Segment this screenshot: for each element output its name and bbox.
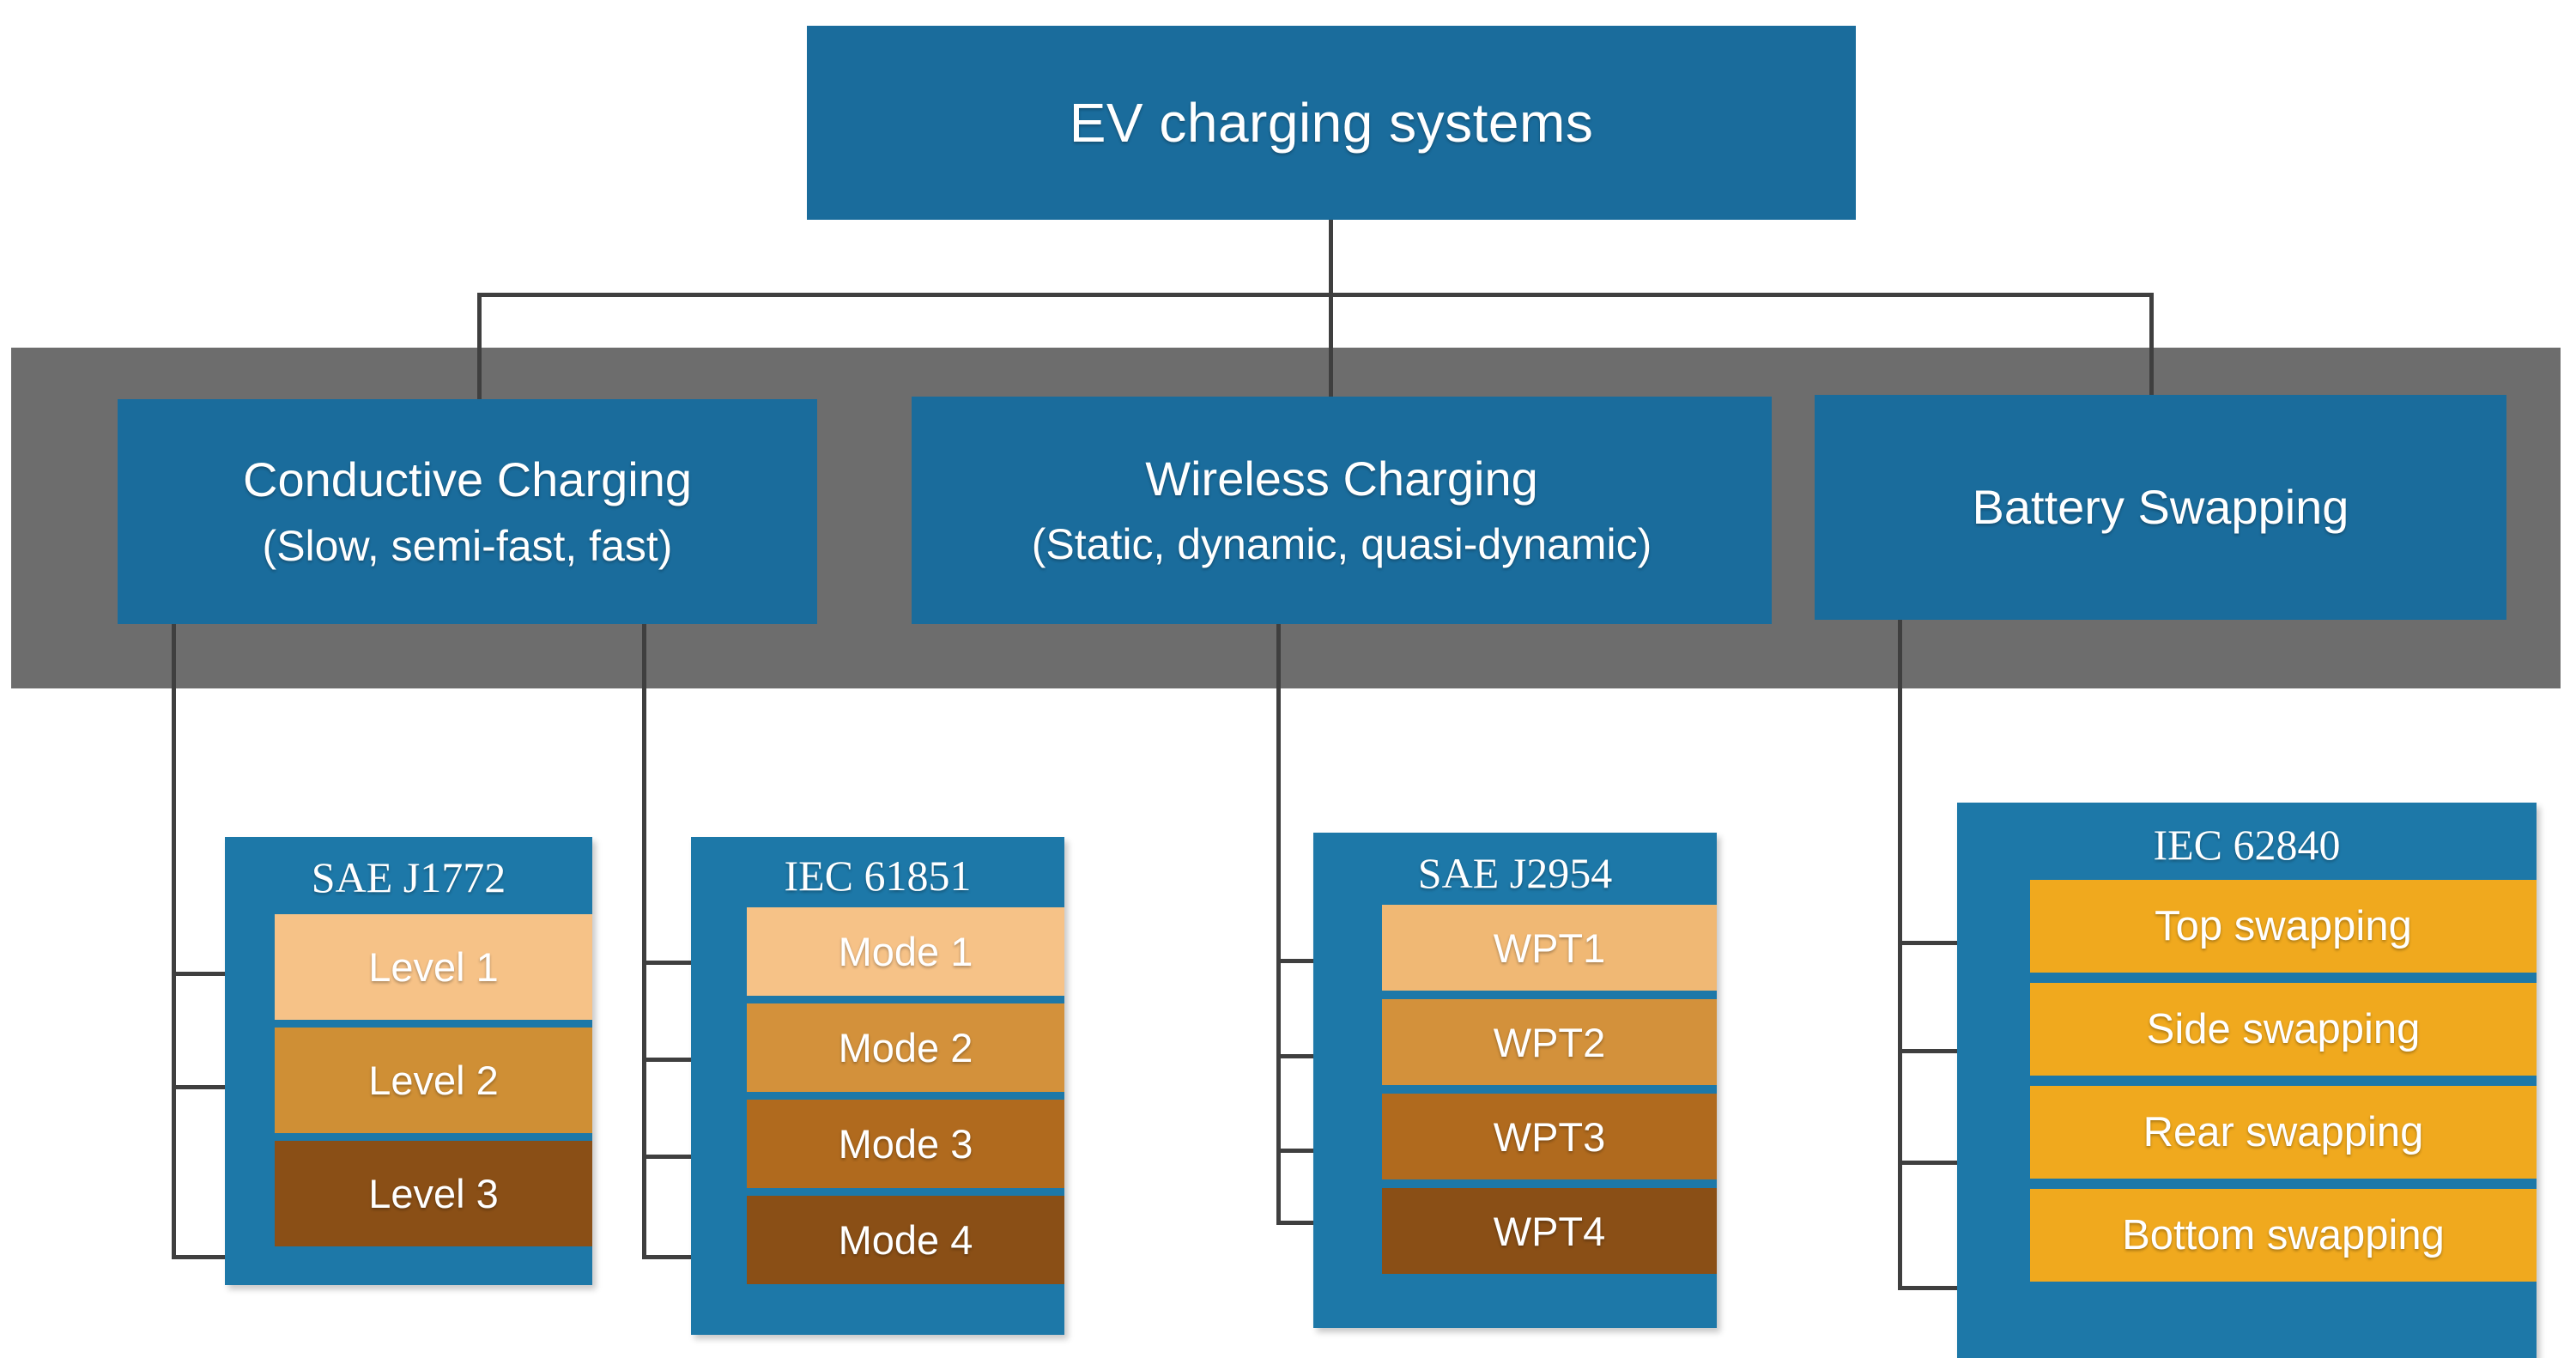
- node-conductive-charging[interactable]: Conductive Charging (Slow, semi-fast, fa…: [118, 399, 817, 624]
- card-iec-61851-items: Mode 1 Mode 2 Mode 3 Mode 4: [691, 907, 1064, 1292]
- item-bottom-swapping[interactable]: Bottom swapping: [2030, 1189, 2537, 1282]
- connector-drop-wireless: [1329, 293, 1333, 399]
- card-iec-61851[interactable]: IEC 61851 Mode 1 Mode 2 Mode 3 Mode 4: [691, 837, 1064, 1335]
- node-root[interactable]: EV charging systems: [807, 26, 1856, 220]
- card-sae-j2954[interactable]: SAE J2954 WPT1 WPT2 WPT3 WPT4: [1313, 833, 1717, 1328]
- item-wpt2[interactable]: WPT2: [1382, 999, 1717, 1085]
- connector-root-stem: [1329, 220, 1333, 297]
- card-sae-j1772-items: Level 1 Level 2 Level 3: [225, 914, 592, 1254]
- card-sae-j2954-title: SAE J2954: [1417, 849, 1613, 897]
- item-level-2[interactable]: Level 2: [275, 1028, 592, 1133]
- item-wpt4[interactable]: WPT4: [1382, 1188, 1717, 1274]
- item-level-1[interactable]: Level 1: [275, 914, 592, 1020]
- item-rear-swapping[interactable]: Rear swapping: [2030, 1086, 2537, 1179]
- card-iec-62840-items: Top swapping Side swapping Rear swapping…: [1957, 880, 2537, 1292]
- card-iec-61851-title: IEC 61851: [784, 852, 972, 900]
- node-conductive-label: Conductive Charging: [243, 452, 692, 507]
- card-iec-62840-title: IEC 62840: [2153, 821, 2341, 869]
- item-level-3[interactable]: Level 3: [275, 1141, 592, 1246]
- item-wpt1[interactable]: WPT1: [1382, 905, 1717, 991]
- card-sae-j1772[interactable]: SAE J1772 Level 1 Level 2 Level 3: [225, 837, 592, 1285]
- node-wireless-sublabel: (Static, dynamic, quasi-dynamic): [1031, 520, 1652, 569]
- connector-root-trunk: [477, 293, 2154, 297]
- connector-spine-j1772: [172, 624, 176, 1259]
- item-mode-3[interactable]: Mode 3: [747, 1100, 1064, 1188]
- item-wpt3[interactable]: WPT3: [1382, 1094, 1717, 1179]
- connector-drop-battery: [2149, 293, 2154, 397]
- card-sae-j1772-title: SAE J1772: [311, 853, 506, 901]
- item-mode-2[interactable]: Mode 2: [747, 1003, 1064, 1092]
- node-conductive-sublabel: (Slow, semi-fast, fast): [262, 521, 673, 570]
- node-battery-swapping[interactable]: Battery Swapping: [1815, 395, 2506, 620]
- node-wireless-charging[interactable]: Wireless Charging (Static, dynamic, quas…: [912, 397, 1772, 624]
- connector-spine-61851: [642, 624, 646, 1259]
- node-wireless-label: Wireless Charging: [1145, 451, 1538, 506]
- item-top-swapping[interactable]: Top swapping: [2030, 880, 2537, 973]
- node-root-label: EV charging systems: [1069, 92, 1594, 154]
- item-mode-1[interactable]: Mode 1: [747, 907, 1064, 996]
- card-sae-j2954-items: WPT1 WPT2 WPT3 WPT4: [1313, 905, 1717, 1282]
- connector-spine-62840: [1898, 620, 1902, 1289]
- item-mode-4[interactable]: Mode 4: [747, 1196, 1064, 1284]
- card-iec-62840[interactable]: IEC 62840 Top swapping Side swapping Rea…: [1957, 803, 2537, 1358]
- connector-drop-conductive: [477, 293, 482, 401]
- connector-spine-j2954: [1276, 624, 1281, 1225]
- node-battery-label: Battery Swapping: [1972, 479, 2349, 534]
- item-side-swapping[interactable]: Side swapping: [2030, 983, 2537, 1076]
